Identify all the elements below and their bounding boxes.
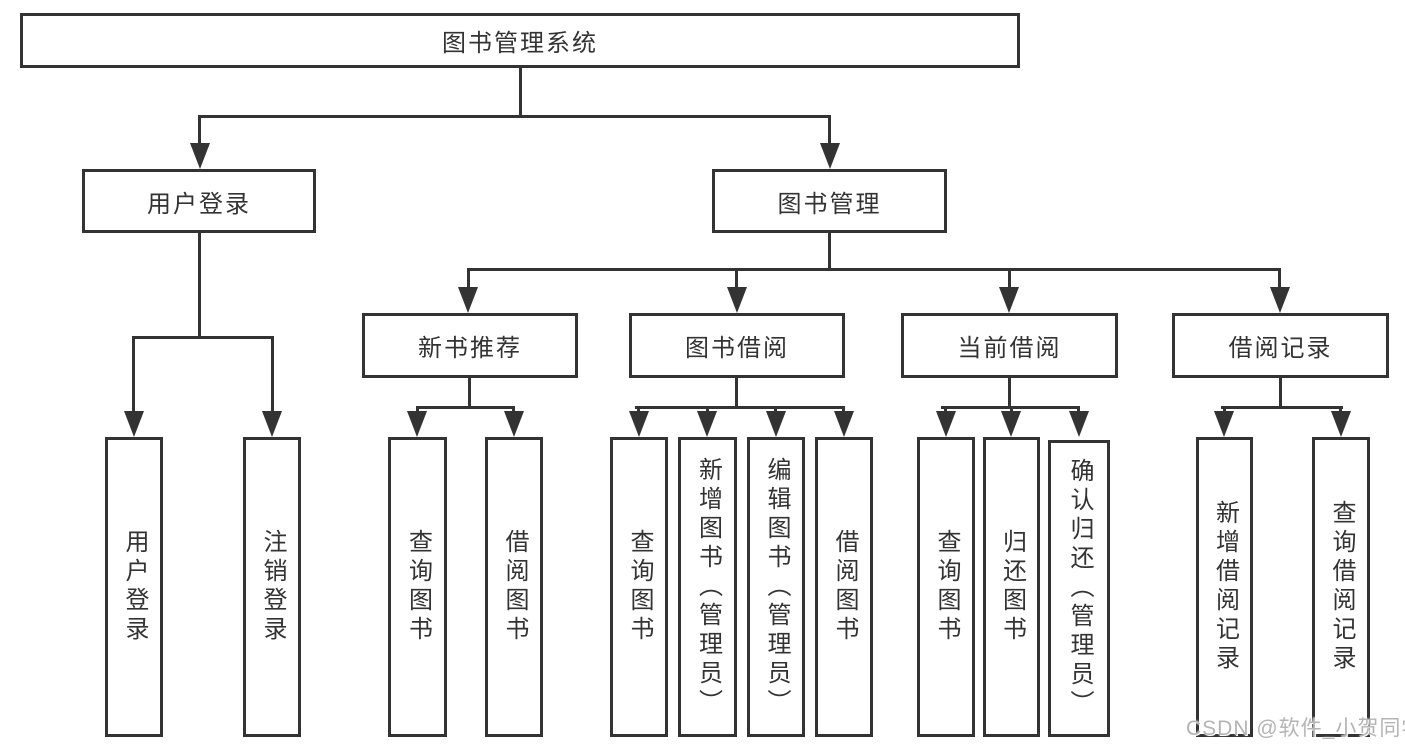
node-book-borrow: 图书借阅 — [629, 313, 845, 378]
connector-line — [416, 406, 514, 409]
arrowhead — [1214, 411, 1234, 437]
node-book-management: 图书管理 — [712, 169, 947, 233]
connector-line — [637, 406, 640, 414]
node-new-book-recommend: 新书推荐 — [362, 313, 578, 378]
connector-line — [132, 336, 135, 414]
leaf-current-confirm-return-admin-label: 确认归还（管理员） — [1066, 458, 1093, 719]
connector-line — [1008, 377, 1011, 409]
connector-line — [1279, 377, 1282, 409]
arrowhead — [504, 411, 524, 437]
arrowhead — [766, 411, 786, 437]
leaf-borrow-query-books: 查询图书 — [610, 437, 668, 737]
arrowhead — [820, 143, 840, 169]
connector-line — [1077, 406, 1080, 414]
arrowhead — [262, 411, 282, 437]
connector-line — [198, 115, 201, 147]
connector-line — [1223, 406, 1226, 414]
leaf-current-confirm-return-admin: 确认归还（管理员） — [1048, 440, 1110, 737]
leaf-logout-label: 注销登录 — [259, 529, 286, 645]
leaf-records-query-record-label: 查询借阅记录 — [1328, 500, 1355, 674]
connector-line — [1008, 268, 1011, 292]
node-root-label: 图书管理系统 — [442, 30, 598, 57]
connector-line — [198, 115, 831, 118]
leaf-borrow-edit-book-admin-label: 编辑图书（管理员） — [763, 456, 790, 718]
leaf-logout: 注销登录 — [243, 437, 301, 737]
leaf-recommend-query-books: 查询图书 — [388, 437, 447, 737]
arrowhead — [1331, 411, 1351, 437]
node-borrow-records-label: 借阅记录 — [1228, 335, 1333, 362]
arrowhead — [936, 411, 956, 437]
leaf-borrow-edit-book-admin: 编辑图书（管理员） — [747, 437, 805, 737]
arrowhead — [1001, 411, 1021, 437]
leaf-borrow-borrow-books-label: 借阅图书 — [831, 529, 858, 645]
connector-line — [1278, 268, 1281, 292]
arrowhead — [834, 411, 854, 437]
node-user-login: 用户登录 — [82, 169, 316, 233]
connector-line — [519, 68, 522, 118]
leaf-current-query-books-label: 查询图书 — [933, 529, 960, 645]
leaf-current-return-books: 归还图书 — [983, 437, 1040, 737]
arrowhead — [697, 411, 717, 437]
connector-line — [735, 268, 738, 292]
arrowhead — [727, 287, 747, 313]
leaf-current-return-books-label: 归还图书 — [998, 529, 1026, 645]
leaf-recommend-borrow-books: 借阅图书 — [485, 437, 543, 737]
node-new-book-recommend-label: 新书推荐 — [418, 335, 522, 362]
leaf-borrow-add-book-admin-label: 新增图书（管理员） — [694, 456, 722, 718]
node-user-login-label: 用户登录 — [147, 190, 251, 218]
arrowhead — [190, 143, 210, 169]
node-book-borrow-label: 图书借阅 — [685, 335, 789, 362]
connector-line — [842, 406, 845, 414]
arrowhead — [458, 287, 478, 313]
leaf-borrow-borrow-books: 借阅图书 — [815, 437, 873, 737]
node-book-management-label: 图书管理 — [777, 190, 882, 218]
leaf-recommend-query-books-label: 查询图书 — [404, 529, 432, 645]
arrowhead — [1270, 287, 1290, 313]
leaf-user-login: 用户登录 — [105, 437, 163, 737]
connector-line — [735, 377, 738, 409]
connector-line — [944, 406, 947, 414]
connector-line — [1339, 406, 1342, 414]
connector-line — [1010, 406, 1013, 414]
leaf-recommend-borrow-books-label: 借阅图书 — [501, 529, 528, 645]
leaf-borrow-add-book-admin: 新增图书（管理员） — [678, 437, 737, 737]
node-current-borrow-label: 当前借阅 — [957, 335, 1062, 362]
arrowhead — [407, 411, 427, 437]
connector-line — [198, 233, 201, 339]
connector-line — [828, 115, 831, 147]
connector-line — [512, 406, 515, 414]
connector-line — [467, 268, 1281, 271]
node-root: 图书管理系统 — [20, 13, 1020, 68]
leaf-records-add-record: 新增借阅记录 — [1196, 437, 1253, 737]
connector-line — [828, 233, 831, 271]
arrowhead — [629, 411, 649, 437]
arrowhead — [999, 287, 1019, 313]
connector-line — [132, 336, 274, 339]
connector-line — [467, 268, 470, 292]
leaf-borrow-query-books-label: 查询图书 — [626, 529, 653, 645]
csdn-watermark: CSDN @软件_小贺同学 — [1186, 717, 1405, 740]
connector-line — [635, 406, 845, 409]
leaf-records-add-record-label: 新增借阅记录 — [1211, 500, 1239, 674]
connector-line — [271, 336, 274, 414]
connector-line — [774, 406, 777, 414]
leaf-current-query-books: 查询图书 — [917, 437, 975, 737]
leaf-user-login-label: 用户登录 — [121, 529, 148, 645]
connector-line — [468, 377, 471, 409]
connector-line — [1221, 406, 1343, 409]
arrowhead — [124, 411, 144, 437]
connector-line — [416, 406, 419, 414]
arrowhead — [1069, 411, 1089, 437]
leaf-records-query-record: 查询借阅记录 — [1312, 437, 1370, 737]
node-current-borrow: 当前借阅 — [901, 313, 1118, 378]
connector-line — [706, 406, 709, 414]
node-borrow-records: 借阅记录 — [1172, 313, 1389, 378]
